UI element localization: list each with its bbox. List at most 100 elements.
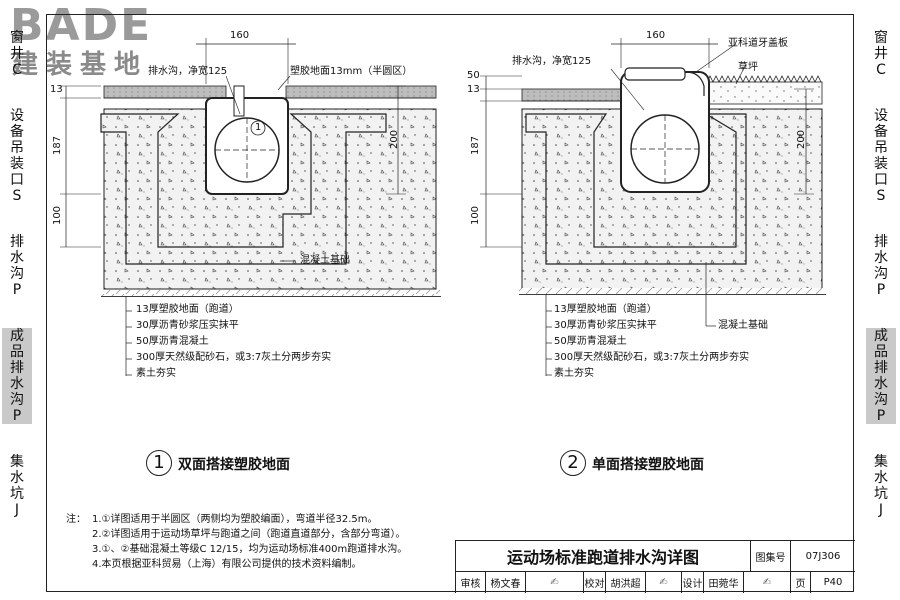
note-item: 3.①、②基础混凝土等级C 12/15，均为运动场标准400m跑道排水沟。 bbox=[92, 544, 408, 555]
side-index-char: P bbox=[12, 282, 22, 298]
fig1-soil bbox=[101, 290, 441, 296]
fig1-dim-left-13: 13 bbox=[50, 84, 63, 95]
side-index-char: S bbox=[876, 188, 886, 204]
tb-check-name: 胡洪超 bbox=[606, 572, 646, 593]
side-index-char: 排 bbox=[10, 360, 24, 376]
fig2-dim-width: 160 bbox=[646, 30, 666, 41]
figure2-layer-label: 素土夯实 bbox=[554, 368, 594, 379]
fig2-surface-left bbox=[521, 88, 633, 102]
fig2-label-grass: 草坪 bbox=[738, 62, 758, 73]
fig1-surface-left bbox=[103, 85, 227, 99]
tb-page-no: P40 bbox=[823, 577, 843, 588]
side-index-char: 集 bbox=[874, 454, 888, 470]
tb-page-label: 页 bbox=[791, 572, 811, 593]
tb-atlas-label: 图集号 bbox=[751, 541, 791, 571]
side-index-char: 沟 bbox=[874, 392, 888, 408]
side-index-char: 井 bbox=[874, 46, 888, 62]
figure1-layer-label: 30厚沥青砂浆压实抹平 bbox=[136, 320, 239, 331]
fig1-concrete-foundation bbox=[100, 113, 387, 265]
figure-2-drawing bbox=[480, 38, 826, 376]
fig1-number: 1 bbox=[146, 450, 172, 476]
fig2-title: 单面搭接塑胶地面 bbox=[592, 457, 704, 473]
fig2-dim-left-13: 13 bbox=[467, 84, 480, 95]
side-index-char: 设 bbox=[874, 108, 888, 124]
side-index-char: 品 bbox=[874, 344, 888, 360]
fig1-label-base: 混凝土基础 bbox=[300, 255, 350, 266]
side-index-char: 成 bbox=[874, 328, 888, 344]
fig1-dim-left-100: 100 bbox=[52, 205, 64, 226]
side-index-char: S bbox=[12, 188, 22, 204]
figure1-layer-label: 300厚天然级配砂石，或3:7灰土分两步夯实 bbox=[136, 352, 332, 363]
side-index-char: 沟 bbox=[10, 266, 24, 282]
side-index-char: 水 bbox=[10, 470, 24, 486]
side-index-char: 水 bbox=[10, 250, 24, 266]
title-block: 运动场标准跑道排水沟详图 图集号 07J306 审核 杨文春 ✍ 校对 胡洪超 … bbox=[455, 540, 855, 593]
tb-atlas-no: 07J306 bbox=[805, 550, 841, 562]
drawing-frame bbox=[46, 14, 854, 592]
fig1-title: 双面搭接塑胶地面 bbox=[178, 457, 290, 473]
side-index-char: 排 bbox=[874, 234, 888, 250]
side-index-char: P bbox=[876, 282, 886, 298]
side-index-char: 排 bbox=[10, 234, 24, 250]
side-index-char: J bbox=[878, 502, 884, 518]
side-index-char: C bbox=[876, 62, 886, 78]
note-item: 4.本页根据亚科贸易（上海）有限公司提供的技术资料编制。 bbox=[92, 559, 362, 570]
side-index-char: 备 bbox=[874, 124, 888, 140]
notes-heading: 注： bbox=[66, 514, 86, 525]
side-index-char: C bbox=[12, 62, 22, 78]
side-index-char: 水 bbox=[874, 470, 888, 486]
fig1-label-surface: 塑胶地面13mm（半圆区） bbox=[290, 66, 413, 77]
side-index-char: 口 bbox=[874, 172, 888, 188]
side-index-char: 坑 bbox=[874, 486, 888, 502]
figure2-layer-label: 300厚天然级配砂石，或3:7灰土分两步夯实 bbox=[554, 352, 750, 363]
tb-design-sign: ✍ bbox=[744, 572, 791, 593]
side-index-char: 水 bbox=[10, 376, 24, 392]
tb-design-name: 田菀华 bbox=[704, 572, 744, 593]
watermark-cn: 建装基地 bbox=[12, 50, 149, 80]
fig1-label-ditch: 排水沟，净宽125 bbox=[148, 66, 228, 77]
side-index-char: 备 bbox=[10, 124, 24, 140]
tb-review-label: 审核 bbox=[456, 572, 486, 593]
figure2-layer-label: 50厚沥青混凝土 bbox=[554, 336, 627, 347]
figure1-layer-label: 13厚塑胶地面（跑道） bbox=[136, 304, 239, 315]
fig1-dim-left-187: 187 bbox=[52, 135, 64, 156]
figure2-layer-label: 13厚塑胶地面（跑道） bbox=[554, 304, 657, 315]
tb-check-sign: ✍ bbox=[646, 572, 682, 593]
fig2-number: 2 bbox=[560, 450, 586, 476]
fig2-dim-left-50: 50 bbox=[467, 70, 480, 81]
side-index-char: 坑 bbox=[10, 486, 24, 502]
side-index-char: P bbox=[876, 408, 886, 424]
tb-review-sign: ✍ bbox=[526, 572, 584, 593]
side-index-char: 集 bbox=[10, 454, 24, 470]
side-index-char: 窗 bbox=[10, 30, 24, 46]
side-index-char: 装 bbox=[874, 156, 888, 172]
side-index-char: J bbox=[14, 502, 20, 518]
fig1-dim-right: 200 bbox=[389, 129, 401, 150]
drawing-canvas bbox=[60, 38, 826, 376]
side-index-char: 沟 bbox=[874, 266, 888, 282]
side-index-char: 成 bbox=[10, 328, 24, 344]
figure2-layer-label: 30厚沥青砂浆压实抹平 bbox=[554, 320, 657, 331]
fig2-dim-left-100: 100 bbox=[470, 205, 482, 226]
side-index-char: 设 bbox=[10, 108, 24, 124]
fig1-callout: 1 bbox=[255, 122, 262, 133]
watermark-logo: BADE 建装基地 bbox=[10, 4, 160, 84]
note-item: 1.①详图适用于半圆区（两侧均为塑胶编面），弯道半径32.5m。 bbox=[92, 514, 378, 525]
fig1-dim-width: 160 bbox=[230, 30, 250, 41]
side-index-char: 水 bbox=[874, 376, 888, 392]
note-item: 2.②详图适用于运动场草坪与跑道之间（跑道直道部分，含部分弯道）。 bbox=[92, 529, 406, 540]
tb-check-label: 校对 bbox=[584, 572, 606, 593]
fig2-dim-left-187: 187 bbox=[470, 135, 482, 156]
fig1-surface-right bbox=[285, 85, 437, 99]
fig2-label-ditch: 排水沟，净宽125 bbox=[512, 56, 592, 67]
side-index-char: 品 bbox=[10, 344, 24, 360]
